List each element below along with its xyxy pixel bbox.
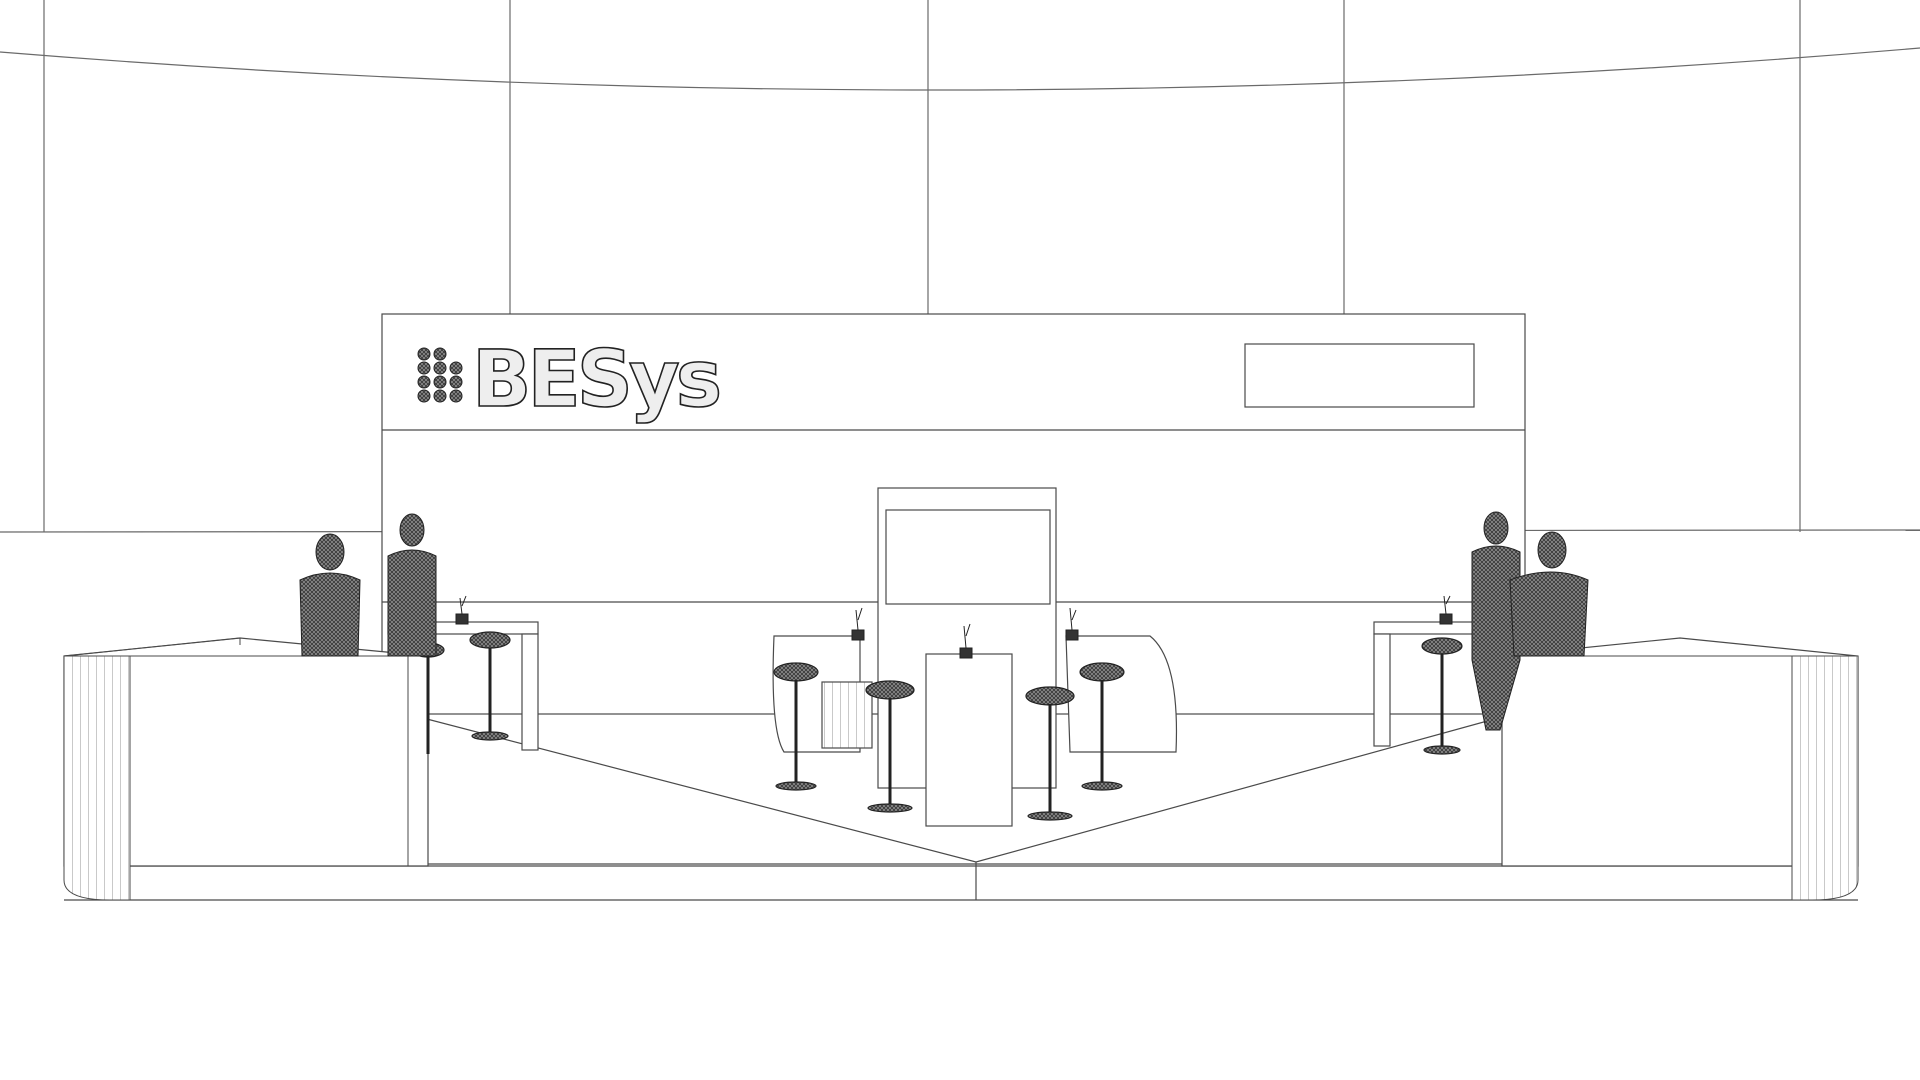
brand-logo: BESys [417, 334, 724, 426]
center-bench-left [772, 635, 873, 753]
brand-logo-text: BESys [472, 335, 719, 425]
figure-3 [1471, 511, 1521, 731]
bar-stool-6 [1079, 662, 1125, 791]
plant-3 [959, 623, 973, 659]
plant-5 [1439, 595, 1453, 625]
plant-4 [1065, 607, 1079, 641]
reception-counter-left [63, 637, 429, 901]
bar-stool-1 [469, 631, 511, 741]
reception-counter-right [1501, 637, 1859, 901]
bar-stool-4 [865, 680, 915, 813]
header-blank-panel [1244, 343, 1475, 408]
center-bench-right [1065, 635, 1178, 753]
figure-4 [1509, 531, 1589, 657]
bar-stool-3 [773, 662, 819, 791]
standing-figures [299, 511, 1589, 731]
display-screen [885, 509, 1051, 605]
bar-stool-5 [1025, 686, 1075, 821]
center-table [925, 653, 1013, 827]
bar-stools [411, 631, 1463, 821]
bar-stool-7 [1421, 637, 1463, 755]
figure-1 [299, 533, 361, 657]
hall-walls [0, 0, 1920, 533]
molecule-dots-logo-icon [417, 347, 463, 403]
plant-1 [455, 595, 469, 625]
plant-pots [455, 595, 1453, 659]
monitor-tower [877, 487, 1057, 789]
figure-2 [387, 513, 437, 657]
plant-2 [851, 607, 865, 641]
